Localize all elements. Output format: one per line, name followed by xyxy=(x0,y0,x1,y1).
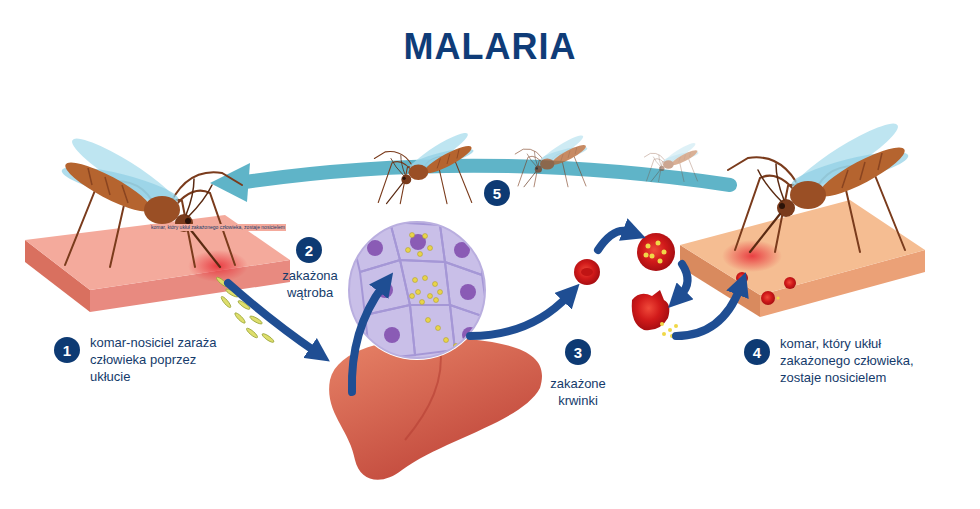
callout-text: 2 xyxy=(305,243,313,258)
callout-text: 3 xyxy=(574,345,582,360)
tiny-note: komar, który ukłuł zakażonego człowieka,… xyxy=(150,224,286,231)
diagram-title: MALARIA xyxy=(0,26,980,68)
callout-text: 4 xyxy=(753,345,761,360)
callout-number: 1 xyxy=(54,337,80,363)
callout-number: 3 xyxy=(565,339,591,365)
step-caption: komar, który ukłuł zakażonego człowieka,… xyxy=(780,336,938,387)
callout-number: 5 xyxy=(484,180,510,206)
callout-number: 4 xyxy=(744,339,770,365)
callout-number: 2 xyxy=(296,237,322,263)
step-caption: zakażone krwinki xyxy=(540,376,616,410)
callout-text: 1 xyxy=(63,343,71,358)
step-caption: zakażona wątroba xyxy=(275,268,345,302)
callout-text: 5 xyxy=(493,186,501,201)
step-caption: komar-nosiciel zaraża człowieka poprzez … xyxy=(90,335,220,386)
